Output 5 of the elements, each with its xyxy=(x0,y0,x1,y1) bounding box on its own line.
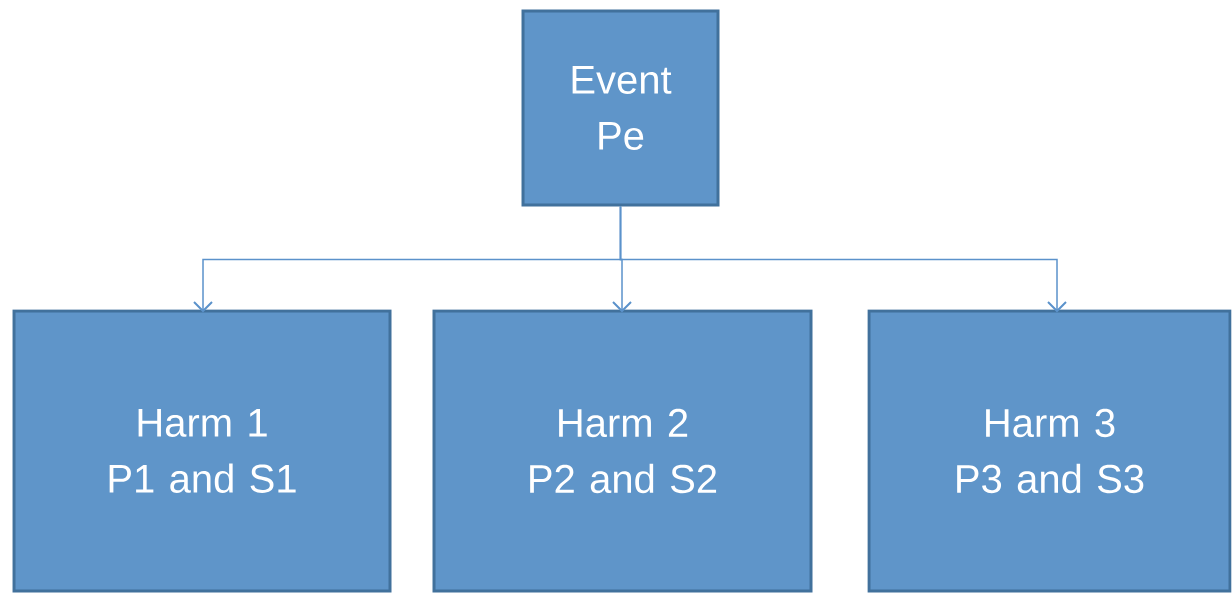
arrow xyxy=(619,205,1067,313)
process-box: Event Pe xyxy=(521,9,720,207)
process-box: Harm 2 P2 and S2 xyxy=(432,309,813,593)
process-box: Harm 1 P1 and S1 xyxy=(12,309,392,593)
process-box: Harm 3 P3 and S3 xyxy=(867,309,1232,593)
